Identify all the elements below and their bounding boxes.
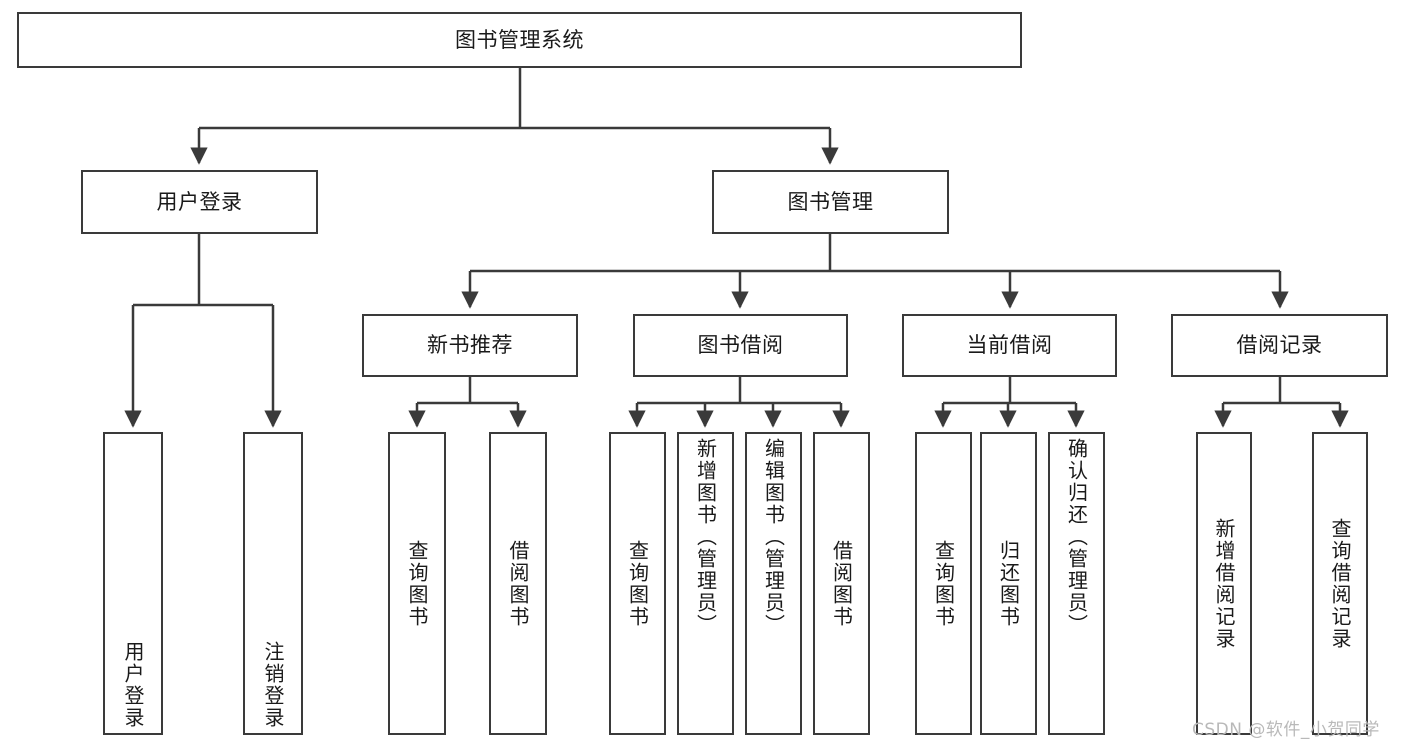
node-leaf-book-borrow-query-book-label: 查询图书 [625,539,650,628]
node-leaf-current-borrow-query-book-label: 查询图书 [931,539,956,628]
node-book-borrow[interactable]: 图书借阅 [633,314,848,377]
node-leaf-user-login-login-label: 用户登录 [121,641,145,729]
node-borrow-record[interactable]: 借阅记录 [1171,314,1388,377]
node-leaf-book-borrow-add-book[interactable]: 新增图书（管理员） [677,432,734,735]
node-leaf-new-book-query-book-label: 查询图书 [405,539,429,628]
node-leaf-current-borrow-confirm-return[interactable]: 确认归还（管理员） [1048,432,1105,735]
node-current-borrow-label: 当前借阅 [966,333,1053,358]
node-book-management-label: 图书管理 [787,189,874,214]
node-leaf-borrow-record-add-record[interactable]: 新增借阅记录 [1196,432,1252,735]
node-leaf-new-book-borrow-book[interactable]: 借阅图书 [489,432,547,735]
node-leaf-current-borrow-query-book[interactable]: 查询图书 [915,432,972,735]
node-root-label: 图书管理系统 [455,27,584,52]
node-leaf-current-borrow-confirm-return-label: 确认归还（管理员） [1064,438,1089,636]
node-leaf-current-borrow-return-book-label: 归还图书 [996,539,1021,628]
node-user-login[interactable]: 用户登录 [81,170,318,234]
node-root-book-management-system[interactable]: 图书管理系统 [17,12,1022,68]
node-user-login-label: 用户登录 [156,189,243,214]
watermark-csdn: CSDN @软件_小贺同学 [1192,720,1380,740]
node-leaf-borrow-record-query-record[interactable]: 查询借阅记录 [1312,432,1368,735]
node-leaf-user-login-login[interactable]: 用户登录 [103,432,163,735]
node-leaf-book-borrow-edit-book[interactable]: 编辑图书（管理员） [745,432,802,735]
node-leaf-user-login-logout[interactable]: 注销登录 [243,432,303,735]
node-leaf-book-borrow-borrow-book[interactable]: 借阅图书 [813,432,870,735]
node-borrow-record-label: 借阅记录 [1236,333,1323,358]
node-current-borrow[interactable]: 当前借阅 [902,314,1117,377]
node-leaf-borrow-record-query-record-label: 查询借阅记录 [1328,517,1352,650]
node-leaf-user-login-logout-label: 注销登录 [261,641,285,729]
node-leaf-new-book-borrow-book-label: 借阅图书 [506,539,530,628]
node-new-book-recommend-label: 新书推荐 [427,333,513,358]
node-leaf-book-borrow-edit-book-label: 编辑图书（管理员） [761,438,786,636]
node-leaf-book-borrow-borrow-book-label: 借阅图书 [829,539,854,628]
node-new-book-recommend[interactable]: 新书推荐 [362,314,578,377]
node-leaf-borrow-record-add-record-label: 新增借阅记录 [1212,517,1236,650]
node-leaf-current-borrow-return-book[interactable]: 归还图书 [980,432,1037,735]
node-leaf-book-borrow-add-book-label: 新增图书（管理员） [693,438,718,636]
node-leaf-book-borrow-query-book[interactable]: 查询图书 [609,432,666,735]
node-leaf-new-book-query-book[interactable]: 查询图书 [388,432,446,735]
node-book-borrow-label: 图书借阅 [697,333,784,358]
node-book-management[interactable]: 图书管理 [712,170,949,234]
